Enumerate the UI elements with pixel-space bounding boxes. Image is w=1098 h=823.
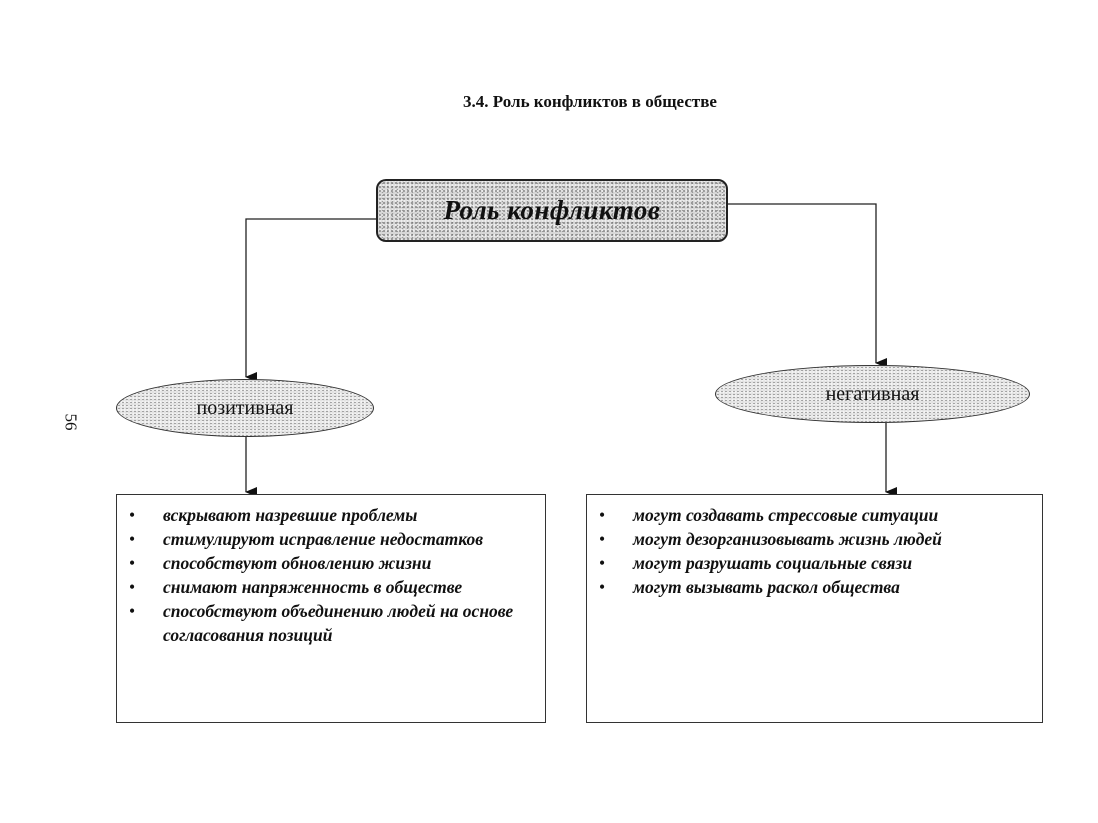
list-item-text: могут вызывать раскол общества <box>633 577 900 597</box>
bullet-icon: • <box>599 553 606 573</box>
negative-effects-list: • могут создавать стрессовые ситуации • мо… <box>599 503 1028 599</box>
branch-negative-node: негативная <box>715 365 1030 423</box>
list-item: • способствуют обновлению жизни <box>129 551 531 575</box>
root-node-label: Роль конфликтов <box>443 195 661 225</box>
list-item: • снимают напряженность в обществе <box>129 575 531 599</box>
branch-positive-node: позитивная <box>116 379 374 437</box>
list-item-text: снимают напряженность в обществе <box>163 577 463 597</box>
list-item: • вскрывают назревшие проблемы <box>129 503 531 527</box>
bullet-icon: • <box>599 577 606 597</box>
list-item-text: способствуют объединению людей на основе… <box>163 601 514 645</box>
negative-effects-box: • могут создавать стрессовые ситуации • мо… <box>586 494 1043 723</box>
bullet-icon: • <box>129 553 136 573</box>
branch-positive-label: позитивная <box>196 396 294 419</box>
list-item: • стимулируют исправление недостатков <box>129 527 531 551</box>
positive-effects-box: • вскрывают назревшие проблемы • стимулиру… <box>116 494 546 723</box>
list-item-text: могут разрушать социальные связи <box>633 553 913 573</box>
page-title: 3.4. Роль конфликтов в обществе <box>463 92 717 111</box>
bullet-icon: • <box>129 577 136 597</box>
bullet-icon: • <box>599 505 606 525</box>
branch-negative-label: негативная <box>825 382 920 405</box>
positive-effects-list: • вскрывают назревшие проблемы • стимулиру… <box>129 503 531 647</box>
list-item-text: вскрывают назревшие проблемы <box>163 505 418 525</box>
bullet-icon: • <box>129 505 136 525</box>
list-item-text: способствуют обновлению жизни <box>163 553 432 573</box>
bullet-icon: • <box>599 529 606 549</box>
bullet-icon: • <box>129 529 136 549</box>
connector-root-to-negative <box>728 203 887 368</box>
list-item-text: стимулируют исправление недостатков <box>163 529 484 549</box>
root-node: Роль конфликтов <box>376 179 728 242</box>
list-item-text: могут создавать стрессовые ситуации <box>633 505 939 525</box>
bullet-icon: • <box>129 601 136 621</box>
list-item: • могут вызывать раскол общества <box>599 575 1028 599</box>
list-item-text: могут дезорганизовывать жизнь людей <box>633 529 942 549</box>
list-item: • способствуют объединению людей на основ… <box>129 599 531 647</box>
connector-root-to-positive <box>245 218 376 382</box>
list-item: • могут разрушать социальные связи <box>599 551 1028 575</box>
list-item: • могут создавать стрессовые ситуации <box>599 503 1028 527</box>
list-item: • могут дезорганизовывать жизнь людей <box>599 527 1028 551</box>
